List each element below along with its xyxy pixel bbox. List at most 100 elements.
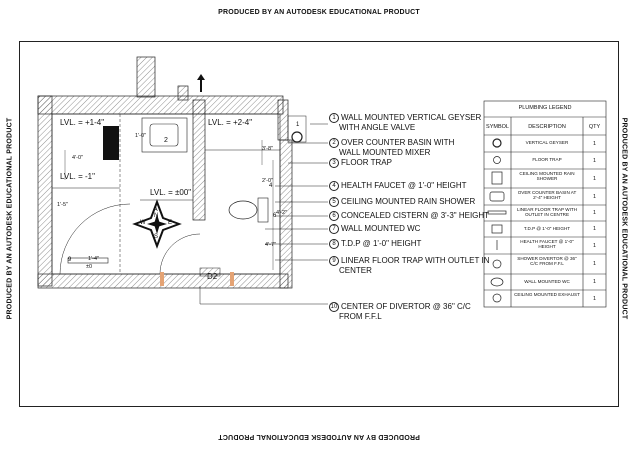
dimension-label: 2'-0" <box>262 178 273 184</box>
compass-label: A <box>153 206 158 213</box>
note-number: 2 <box>329 138 339 148</box>
legend-row-description: CEILING MOUNTED EXHAUST <box>514 292 580 297</box>
wc-icon <box>490 277 504 287</box>
exhaust-icon <box>492 293 502 303</box>
exhaust-arrow <box>197 74 205 92</box>
note-number: 9 <box>329 256 339 266</box>
basin-counter <box>141 117 188 153</box>
callout-number: 9 <box>68 257 72 263</box>
legend-header-symbol: SYMBOL <box>486 124 509 130</box>
wall-inner <box>192 99 206 221</box>
linear-trap-icon <box>487 210 507 215</box>
basin-bowl <box>149 123 179 147</box>
note-text: CENTER <box>339 266 372 275</box>
legend-row-qty: 1 <box>592 157 597 164</box>
door-swing <box>59 203 131 275</box>
legend-row-qty: 1 <box>592 175 597 182</box>
watermark-top: PRODUCED BY AN AUTODESK EDUCATIONAL PROD… <box>218 9 420 16</box>
dimension-label: 4'-2" <box>276 210 287 216</box>
level-label-upper-left: LVL. = +1-4" <box>60 118 105 127</box>
wc-cistern <box>257 197 269 223</box>
legend-row-description: SHOWER DIVERTOR @ 36" C/C FROM F.F.L <box>517 256 577 267</box>
legend-row-qty: 1 <box>592 261 597 267</box>
note-text: CEILING MOUNTED RAIN SHOWER <box>341 197 476 206</box>
dimension-lines <box>64 140 274 270</box>
wall-top <box>37 95 284 115</box>
note-text: WITH ANGLE VALVE <box>339 123 416 132</box>
legend-header-qty: QTY <box>588 124 601 130</box>
compass-w: W <box>140 220 146 226</box>
note-number: 6 <box>329 211 339 221</box>
note-number: 5 <box>329 197 339 207</box>
note-text: CENTER OF DIVERTOR @ 36" C/C <box>341 302 471 311</box>
note-text: HEALTH FAUCET @ 1'-0" HEIGHT <box>341 181 467 190</box>
callout-number: 2 <box>164 137 168 144</box>
note-text: FROM F.F.L <box>339 312 382 321</box>
compass-s: S <box>154 234 159 240</box>
compass-n: N <box>154 213 159 219</box>
legend-row-description: OVER COUNTER BASIN AT 2'-4" HEIGHT <box>517 190 577 201</box>
plumbing-legend-table <box>483 100 607 308</box>
legend-row-description: WALL MOUNTED WC <box>524 279 570 284</box>
dimension-label: ±0 <box>86 264 93 270</box>
level-label-mid-left: LVL. = -1" <box>60 172 95 181</box>
dimension-label: 4'-0" <box>72 155 83 161</box>
legend-row-description: CEILING MOUNTED RAIN SHOWER <box>519 171 575 182</box>
legend-row-qty: 1 <box>592 295 597 302</box>
wc-pan <box>228 200 258 220</box>
legend-row-qty: 1 <box>592 210 597 216</box>
wall-left <box>37 95 53 287</box>
dimension-label: 4'-7" <box>265 242 276 248</box>
note-text: OVER COUNTER BASIN WITH <box>341 138 455 147</box>
callout-number: 1 <box>296 122 300 128</box>
callout-number: 6 <box>273 213 277 219</box>
note-text: FLOOR TRAP <box>341 158 392 167</box>
legend-row-qty: 1 <box>592 279 597 285</box>
dimension-label: 1'-5" <box>57 202 68 208</box>
compass-e: E <box>168 220 173 226</box>
geyser-icon <box>492 138 502 148</box>
legend-row-qty: 1 <box>592 140 597 147</box>
shower-screen <box>103 126 119 160</box>
legend-row-description: FLOOR TRAP <box>532 157 562 162</box>
dimension-label: 1'-4" <box>88 256 99 262</box>
level-label-upper-right: LVL. = +2-4" <box>208 118 253 127</box>
rain-shower-icon <box>491 171 503 185</box>
note-number: 1 <box>329 113 339 123</box>
note-text: WALL MOUNTED MIXER <box>339 148 431 157</box>
legend-row-qty: 1 <box>592 242 597 249</box>
legend-row-description: HEALTH FAUCET @ 1'-0" HEIGHT <box>520 239 574 250</box>
door-tag: D2 <box>207 272 218 281</box>
dimension-label: 1'-0" <box>135 133 146 139</box>
geyser-symbol <box>291 131 303 143</box>
note-text: WALL MOUNTED VERTICAL GEYSER <box>341 113 482 122</box>
note-text: WALL MOUNTED WC <box>341 224 421 233</box>
note-number: 8 <box>329 239 339 249</box>
legend-row-description: T.D.P @ 1'-0" HEIGHT <box>523 226 571 231</box>
callout-number: 4 <box>269 183 273 189</box>
level-label-center: LVL. = ±00" <box>150 188 192 197</box>
shaft-wall <box>136 56 156 98</box>
basin-icon <box>489 191 505 202</box>
legend-row-description: LINEAR FLOOR TRAP WITH OUTLET IN CENTRE <box>516 207 578 218</box>
drawing-sheet-frame <box>19 41 619 407</box>
door-swing <box>159 233 201 275</box>
note-number: 10 <box>329 302 339 312</box>
legend-row-qty: 1 <box>592 193 597 200</box>
diverter-icon <box>492 259 502 269</box>
tdp-icon <box>491 224 503 234</box>
note-text: LINEAR FLOOR TRAP WITH OUTLET IN <box>341 256 490 265</box>
wall-inner-bottom <box>199 267 221 277</box>
note-number: 3 <box>329 158 339 168</box>
leader-lines <box>199 123 328 305</box>
orientation-compass <box>132 199 182 249</box>
legend-row-qty: 1 <box>592 226 597 232</box>
note-text: CONCEALED CISTERN @ 3'-3" HEIGHT <box>341 211 490 220</box>
